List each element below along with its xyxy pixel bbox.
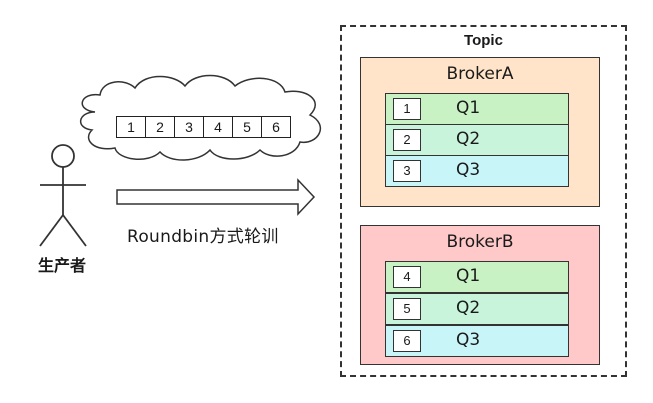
queue-label: Q1 bbox=[456, 266, 481, 286]
queue-label: Q2 bbox=[456, 298, 481, 318]
queue-row: 6 Q3 bbox=[385, 325, 569, 357]
dispatch-arrow-icon bbox=[116, 178, 316, 216]
queue-label: Q3 bbox=[456, 330, 481, 350]
message-cell: 2 bbox=[145, 116, 175, 138]
queue-row: 5 Q2 bbox=[385, 293, 569, 325]
broker-a-box: BrokerA 1 Q1 2 Q2 3 Q3 bbox=[360, 57, 600, 207]
dispatch-method-label: Roundbin方式轮训 bbox=[127, 227, 279, 247]
queue-number: 6 bbox=[393, 330, 421, 352]
queue-row: 2 Q2 bbox=[385, 124, 569, 156]
queue-number: 1 bbox=[393, 98, 421, 120]
queue-label: Q2 bbox=[456, 129, 481, 149]
message-cell: 6 bbox=[261, 116, 291, 138]
topic-title: Topic bbox=[464, 32, 503, 49]
producer-label: 生产者 bbox=[37, 256, 86, 275]
queue-number: 4 bbox=[393, 266, 421, 288]
queue-label: Q1 bbox=[456, 98, 481, 118]
queue-number: 5 bbox=[393, 298, 421, 320]
message-cell: 5 bbox=[232, 116, 262, 138]
broker-a-title: BrokerA bbox=[446, 64, 514, 84]
queue-number: 3 bbox=[393, 160, 421, 182]
producer-stick-figure-icon bbox=[39, 144, 87, 247]
queue-number: 2 bbox=[393, 129, 421, 151]
queue-label: Q3 bbox=[456, 160, 481, 180]
queue-row: 1 Q1 bbox=[385, 93, 569, 125]
message-cell: 4 bbox=[203, 116, 233, 138]
message-cell: 3 bbox=[174, 116, 204, 138]
topic-container: Topic bbox=[340, 25, 627, 377]
queue-row: 3 Q3 bbox=[385, 155, 569, 187]
message-sequence: 1 2 3 4 5 6 bbox=[116, 116, 291, 138]
broker-b-box: BrokerB 4 Q1 5 Q2 6 Q3 bbox=[360, 225, 600, 365]
broker-b-title: BrokerB bbox=[446, 232, 514, 252]
queue-row: 4 Q1 bbox=[385, 261, 569, 293]
message-cell: 1 bbox=[116, 116, 146, 138]
